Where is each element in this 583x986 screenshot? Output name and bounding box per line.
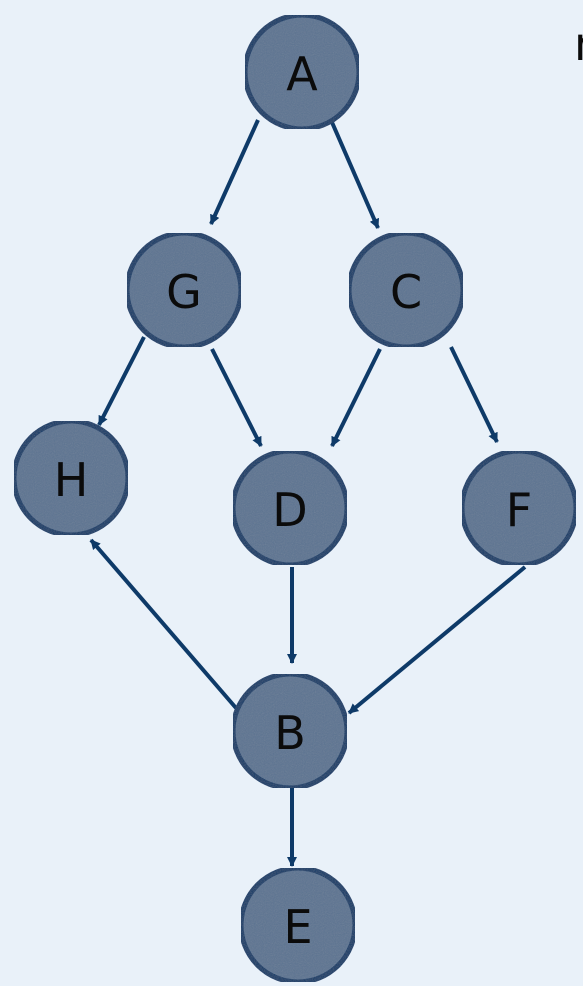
node-e: E: [238, 865, 358, 985]
node-b: B: [230, 671, 350, 791]
node-label: B: [274, 706, 306, 760]
node-circle: [124, 230, 244, 350]
node-circle: [346, 230, 466, 350]
node-label: D: [272, 483, 307, 537]
nodes-layer: A G C H D F B E: [11, 12, 579, 985]
node-c: C: [346, 230, 466, 350]
node-circle: [11, 418, 131, 538]
node-label: C: [390, 265, 422, 319]
edges-layer: [89, 119, 527, 867]
node-circle: [459, 448, 579, 568]
edge-b-to-h: [89, 538, 238, 710]
edge-g-to-h: [97, 336, 146, 426]
node-d: D: [230, 448, 350, 568]
node-h: H: [11, 418, 131, 538]
node-label: G: [166, 265, 202, 319]
node-f: F: [459, 448, 579, 568]
node-a: A: [242, 12, 362, 132]
edge-a-to-c: [329, 119, 380, 229]
node-circle: [230, 448, 350, 568]
edge-c-to-d: [330, 348, 382, 447]
node-label: E: [283, 900, 312, 954]
node-circle: [230, 671, 350, 791]
node-g: G: [124, 230, 244, 350]
edge-g-to-d: [210, 348, 263, 447]
node-label: A: [286, 47, 318, 101]
cropped-text-fragment: n: [574, 14, 583, 74]
node-circle: [238, 865, 358, 985]
node-circle: [242, 12, 362, 132]
node-label: F: [506, 483, 532, 537]
edge-f-to-b: [347, 565, 527, 715]
edge-a-to-g: [209, 119, 260, 225]
edge-c-to-f: [449, 346, 499, 443]
node-label: H: [54, 453, 89, 507]
